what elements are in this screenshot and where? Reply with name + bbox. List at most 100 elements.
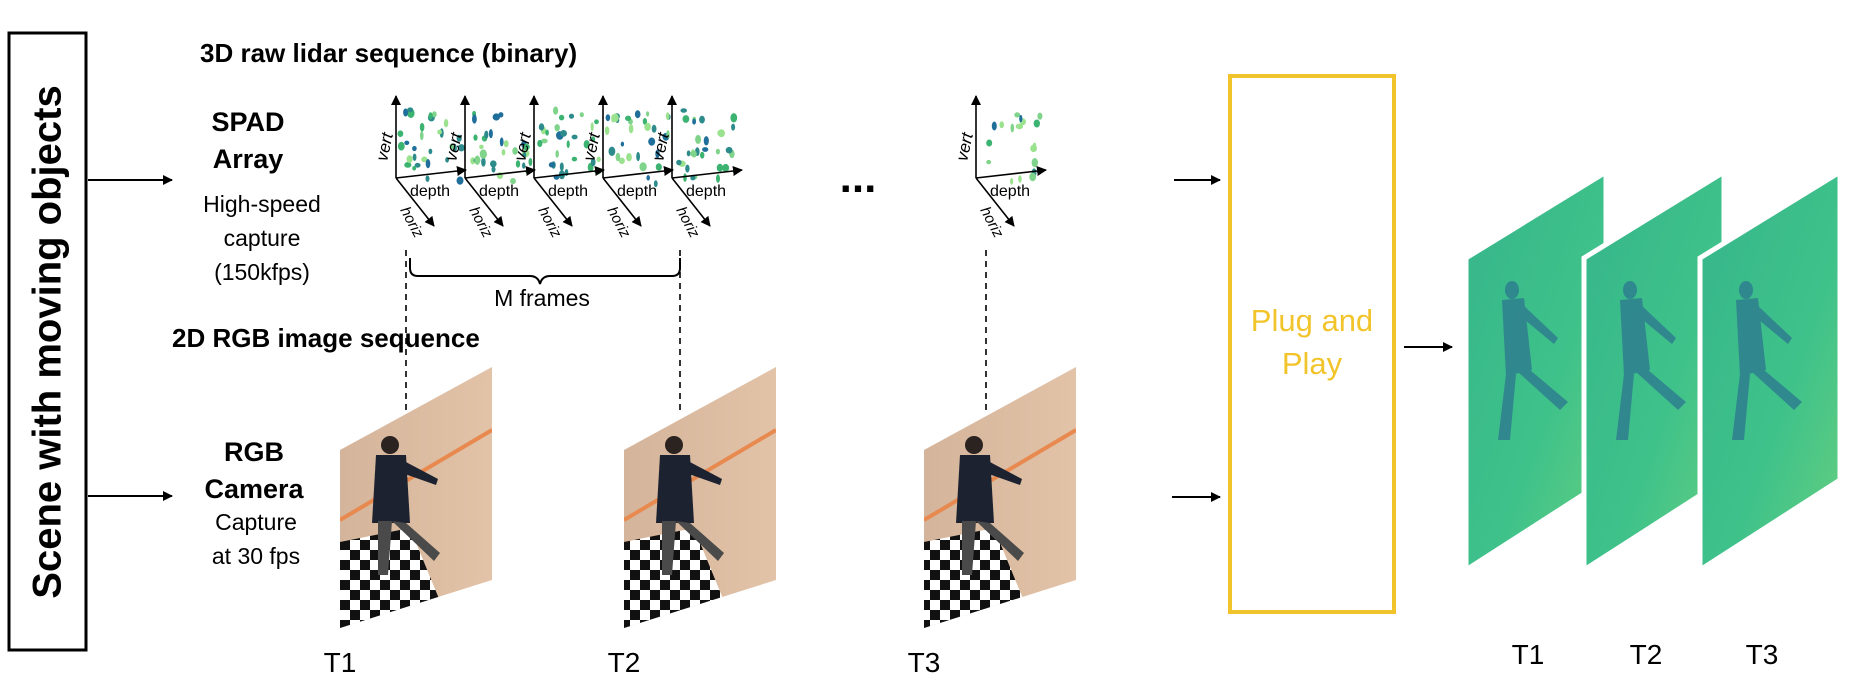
horiz-axis	[464, 177, 504, 227]
depth-axis-label: depth	[410, 183, 450, 200]
lidar-point	[548, 162, 556, 168]
module-frame	[1228, 74, 1396, 614]
lidar-point	[560, 130, 567, 137]
lidar-point	[545, 129, 549, 136]
lidar-point	[618, 157, 625, 164]
rgb-time-label: T1	[324, 647, 357, 678]
lidar-point	[443, 119, 449, 128]
lidar-point	[404, 162, 412, 168]
lidar-point	[555, 150, 559, 158]
lidar-point	[404, 140, 410, 145]
lidar-point	[457, 144, 465, 152]
lidar-point	[1037, 112, 1043, 120]
depth-axis-label: depth	[686, 183, 726, 200]
lidar-point	[703, 136, 709, 146]
lidar-point	[644, 122, 651, 131]
lidar-point	[420, 131, 424, 141]
rgb-time-label: T2	[608, 647, 641, 678]
lidar-point	[725, 146, 733, 154]
lidar-point	[503, 140, 509, 148]
lidar-point	[571, 156, 578, 162]
lidar-point	[479, 149, 487, 159]
lidar-point	[432, 111, 437, 118]
lidar-point	[680, 108, 687, 113]
lidar-point	[553, 106, 559, 115]
lidar-point	[692, 118, 696, 125]
lidar-point	[1019, 114, 1023, 123]
lidar-point	[474, 155, 481, 165]
lidar-point	[456, 134, 462, 142]
lidar-point	[488, 129, 493, 139]
lidar-point	[522, 162, 526, 169]
horiz-axis	[395, 177, 435, 227]
lidar-point	[472, 114, 477, 124]
lidar-point	[397, 130, 404, 137]
lidar-point	[608, 146, 616, 156]
scene-label: Scene with moving objects	[26, 85, 70, 598]
lidar-point	[1010, 123, 1015, 133]
ellipsis: ...	[840, 153, 877, 202]
horiz-axis	[671, 177, 711, 227]
lidar-point	[559, 162, 564, 171]
lidar-point	[628, 124, 634, 134]
lidar-point	[986, 139, 993, 147]
rgb-section-title: 2D RGB image sequence	[172, 323, 480, 353]
lidar-point	[716, 163, 724, 172]
lidar-point	[646, 175, 650, 181]
lidar-point	[425, 175, 430, 182]
lidar-point	[428, 148, 433, 155]
depth-axis-label: depth	[617, 183, 657, 200]
lidar-point	[642, 118, 648, 125]
rgb-time-label: T3	[908, 647, 941, 678]
lidar-point	[449, 143, 455, 150]
rgb-label-line2: Camera	[204, 474, 304, 504]
lidar-point	[636, 151, 640, 162]
lidar-point	[620, 141, 625, 147]
lidar-point	[510, 178, 516, 185]
horiz-axis	[975, 177, 1015, 227]
depth-axis	[464, 166, 536, 179]
lidar-point	[522, 152, 527, 158]
lidar-point	[537, 139, 543, 148]
wall	[924, 367, 1076, 628]
m-frames-brace	[409, 258, 681, 285]
depth-axis-label: depth	[990, 183, 1030, 200]
rgb-frames: T1 T2 T3	[324, 367, 1076, 678]
lidar-point	[653, 180, 658, 188]
lidar-point	[685, 164, 690, 173]
lidar-point	[591, 136, 596, 142]
spad-desc-line2: capture	[224, 225, 301, 251]
lidar-point	[655, 149, 660, 159]
lidar-point	[590, 122, 594, 132]
spad-desc-line1: High-speed	[203, 191, 321, 217]
lidar-point	[568, 113, 575, 119]
depth-silhouette	[1616, 281, 1686, 440]
depth-axis	[975, 166, 1047, 179]
lidar-point	[501, 149, 506, 156]
lidar-point	[683, 173, 687, 182]
lidar-point	[690, 151, 694, 157]
module-label-line2: Play	[1282, 346, 1343, 381]
lidar-point	[1029, 172, 1037, 182]
lidar-point	[695, 134, 702, 144]
depth-axis	[533, 166, 605, 179]
lidar-point	[445, 157, 449, 163]
lidar-point	[611, 113, 619, 123]
lidar-point	[541, 138, 548, 144]
lidar-point	[425, 159, 431, 169]
lidar-point	[479, 144, 484, 150]
scene-box: Scene with moving objects	[7, 31, 88, 652]
lidar-point	[646, 111, 650, 117]
lidar-point	[1031, 158, 1039, 168]
lidar-point	[512, 147, 518, 155]
lidar-point	[1010, 178, 1014, 185]
lidar-point	[498, 112, 504, 118]
lidar-point	[1014, 112, 1021, 118]
lidar-point	[1018, 175, 1022, 183]
depth-axis-label: depth	[479, 183, 519, 200]
